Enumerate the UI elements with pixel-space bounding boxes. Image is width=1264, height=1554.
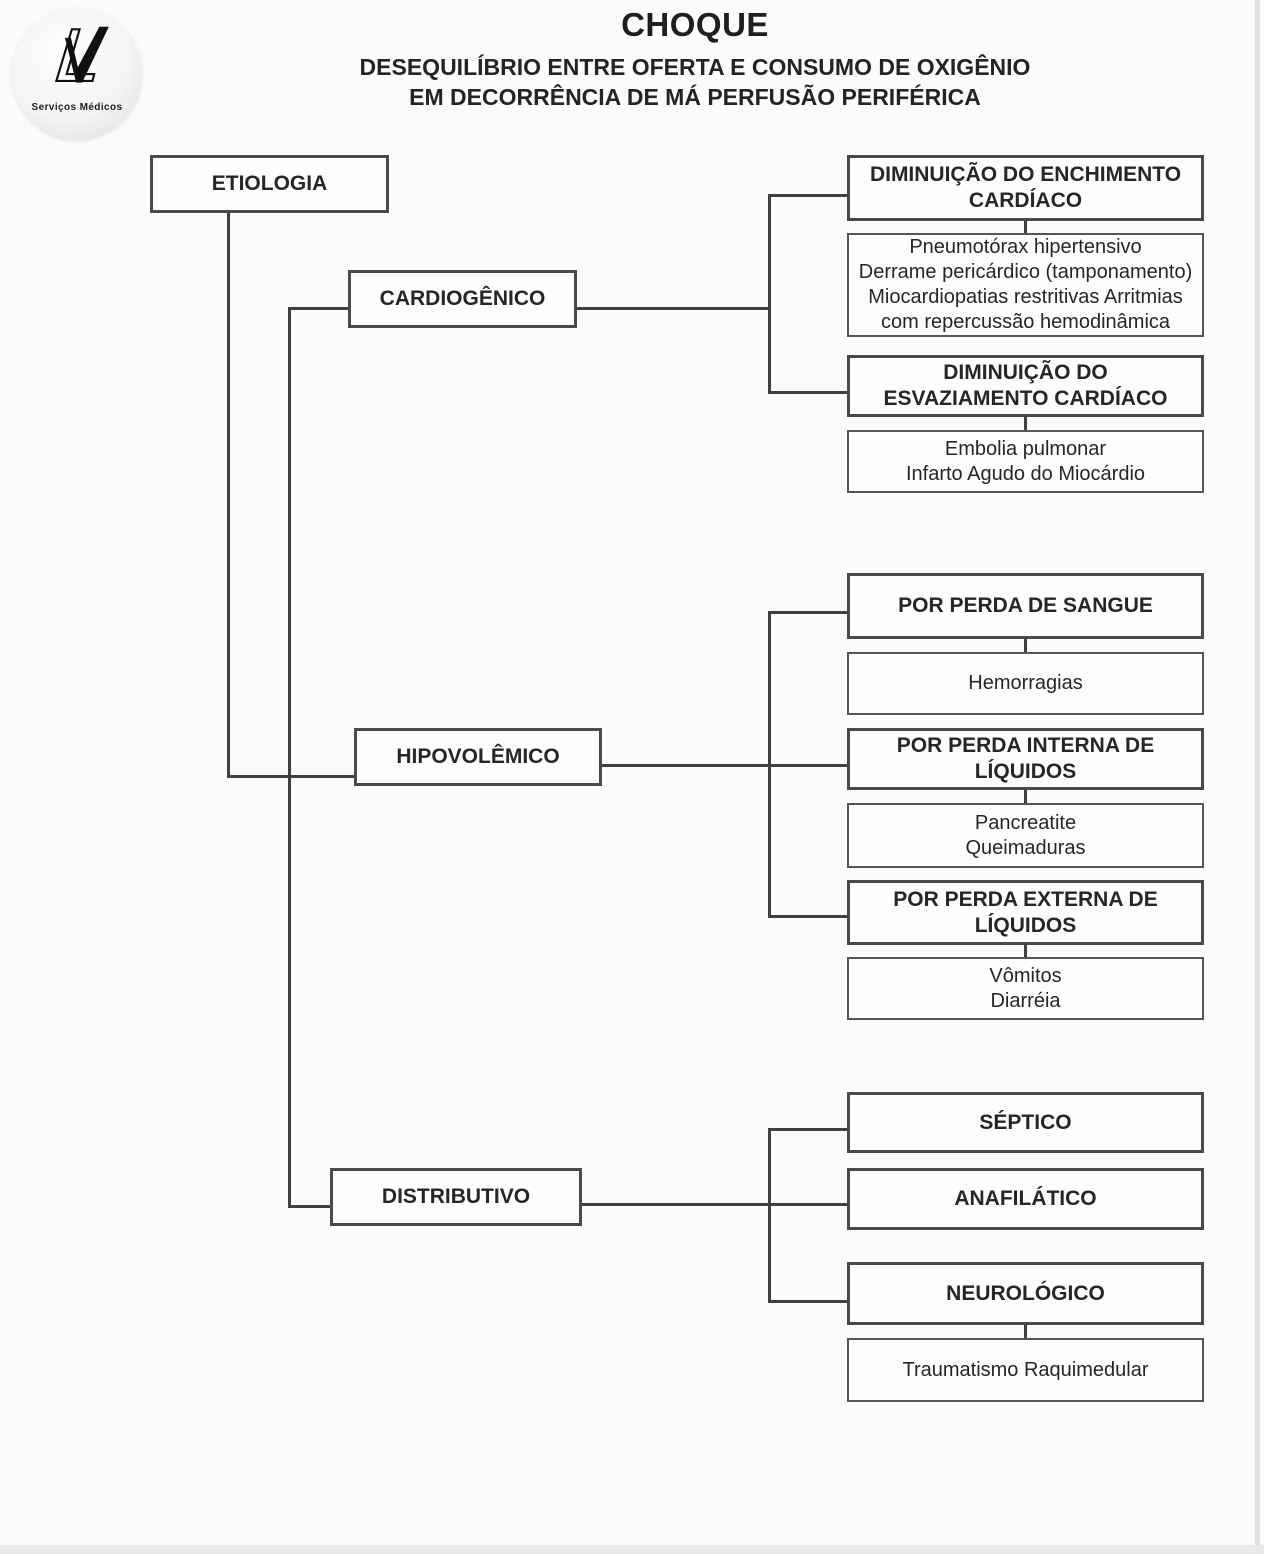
node-cardiogenico-label: CARDIOGÊNICO bbox=[379, 287, 546, 310]
cause-line: Embolia pulmonar bbox=[944, 437, 1107, 460]
connector-branch-vertical bbox=[288, 307, 291, 1208]
connector-cardiogenico-horizontal bbox=[577, 307, 771, 310]
scan-edge-right bbox=[1255, 0, 1260, 1554]
node-externa-causes: Vômitos Diarréia bbox=[847, 957, 1204, 1020]
node-cardiogenico: CARDIOGÊNICO bbox=[348, 270, 577, 328]
stub-neurologico-causes bbox=[1024, 1325, 1027, 1338]
node-esvaziamento-causes: Embolia pulmonar Infarto Agudo do Miocár… bbox=[847, 430, 1204, 493]
page-title-block: CHOQUE DESEQUILÍBRIO ENTRE OFERTA E CONS… bbox=[140, 6, 1250, 112]
node-hipovolemico: HIPOVOLÊMICO bbox=[354, 728, 602, 786]
connector-etiologia-vertical bbox=[227, 213, 230, 778]
node-diminuicao-esvaziamento-label: DIMINUIÇÃO DO ESVAZIAMENTO CARDÍACO bbox=[883, 361, 1168, 410]
node-anafilatico: ANAFILÁTICO bbox=[847, 1168, 1204, 1230]
stub-enchimento-causes bbox=[1024, 221, 1027, 233]
cause-line: Infarto Agudo do Miocárdio bbox=[905, 462, 1146, 485]
node-neurologico: NEUROLÓGICO bbox=[847, 1262, 1204, 1325]
node-etiologia-label: ETIOLOGIA bbox=[211, 172, 328, 195]
logo: Serviços Médicos bbox=[12, 8, 142, 140]
node-diminuicao-enchimento-label: DIMINUIÇÃO DO ENCHIMENTO CARDÍACO bbox=[869, 163, 1182, 212]
connector-etiologia-to-hipovolemico bbox=[227, 775, 357, 778]
connector-to-esvaziamento bbox=[768, 391, 850, 394]
node-sangue-causes: Hemorragias bbox=[847, 652, 1204, 715]
node-hipovolemico-label: HIPOVOLÊMICO bbox=[396, 745, 560, 768]
lv-monogram-icon bbox=[54, 26, 109, 83]
connector-hipovolemico-trunk bbox=[768, 611, 771, 918]
cause-line: Vômitos bbox=[989, 964, 1062, 987]
page-title: CHOQUE bbox=[621, 6, 769, 43]
node-distributivo-label: DISTRIBUTIVO bbox=[381, 1185, 531, 1208]
cause-line: Pancreatite bbox=[974, 811, 1077, 834]
connector-to-neurologico bbox=[768, 1300, 850, 1303]
stub-esvaziamento-causes bbox=[1024, 417, 1027, 430]
connector-to-distributivo bbox=[288, 1205, 333, 1208]
connector-to-enchimento bbox=[768, 194, 850, 197]
node-anafilatico-label: ANAFILÁTICO bbox=[954, 1187, 1097, 1210]
page-subtitle: DESEQUILÍBRIO ENTRE OFERTA E CONSUMO DE … bbox=[140, 52, 1250, 112]
node-perda-externa-label: POR PERDA EXTERNA DE LÍQUIDOS bbox=[893, 887, 1158, 937]
node-perda-interna: POR PERDA INTERNA DE LÍQUIDOS bbox=[847, 728, 1204, 790]
node-neurologico-causes: Traumatismo Raquimedular bbox=[847, 1338, 1204, 1402]
node-interna-causes: Pancreatite Queimaduras bbox=[847, 803, 1204, 868]
connector-to-perda-sangue bbox=[768, 611, 850, 614]
node-etiologia: ETIOLOGIA bbox=[150, 155, 389, 213]
connector-to-cardiogenico bbox=[288, 307, 351, 310]
cause-line: com repercussão hemodinâmica bbox=[880, 311, 1171, 333]
node-enchimento-causes: Pneumotórax hipertensivo Derrame pericár… bbox=[847, 233, 1204, 337]
connector-to-perda-externa bbox=[768, 915, 850, 918]
node-perda-sangue-label: POR PERDA DE SANGUE bbox=[898, 594, 1153, 617]
subtitle-line-1: DESEQUILÍBRIO ENTRE OFERTA E CONSUMO DE … bbox=[359, 54, 1031, 80]
node-septico: SÉPTICO bbox=[847, 1092, 1204, 1153]
node-perda-interna-label: POR PERDA INTERNA DE LÍQUIDOS bbox=[896, 734, 1155, 783]
cause-line: Queimaduras bbox=[965, 836, 1086, 859]
connector-hipovolemico-horizontal bbox=[602, 764, 850, 767]
cause-line: Diarréia bbox=[990, 989, 1061, 1012]
stub-interna-causes bbox=[1024, 790, 1027, 803]
node-perda-sangue: POR PERDA DE SANGUE bbox=[847, 573, 1204, 639]
connector-cardiogenico-trunk bbox=[768, 194, 771, 394]
connector-to-septico bbox=[768, 1128, 850, 1131]
cause-line: Traumatismo Raquimedular bbox=[902, 1358, 1149, 1381]
node-neurologico-label: NEUROLÓGICO bbox=[946, 1281, 1105, 1305]
stub-sangue-causes bbox=[1024, 639, 1027, 652]
logo-caption: Serviços Médicos bbox=[31, 102, 123, 113]
cause-line: Hemorragias bbox=[968, 672, 1083, 694]
node-septico-label: SÉPTICO bbox=[979, 1110, 1072, 1134]
cause-line: Miocardiopatias restritivas Arritmias bbox=[868, 286, 1183, 308]
subtitle-line-2: EM DECORRÊNCIA DE MÁ PERFUSÃO PERIFÉRICA bbox=[409, 84, 981, 110]
node-diminuicao-enchimento: DIMINUIÇÃO DO ENCHIMENTO CARDÍACO bbox=[847, 155, 1204, 221]
node-diminuicao-esvaziamento: DIMINUIÇÃO DO ESVAZIAMENTO CARDÍACO bbox=[847, 355, 1204, 417]
stub-externa-causes bbox=[1024, 945, 1027, 957]
connector-distributivo-trunk bbox=[768, 1128, 771, 1303]
node-distributivo: DISTRIBUTIVO bbox=[330, 1168, 582, 1226]
node-perda-externa: POR PERDA EXTERNA DE LÍQUIDOS bbox=[847, 880, 1204, 945]
connector-distributivo-horizontal bbox=[582, 1203, 850, 1206]
cause-line: Pneumotórax hipertensivo bbox=[909, 236, 1142, 258]
cause-line: Derrame pericárdico (tamponamento) bbox=[858, 261, 1193, 283]
scan-edge-bottom bbox=[0, 1545, 1264, 1554]
